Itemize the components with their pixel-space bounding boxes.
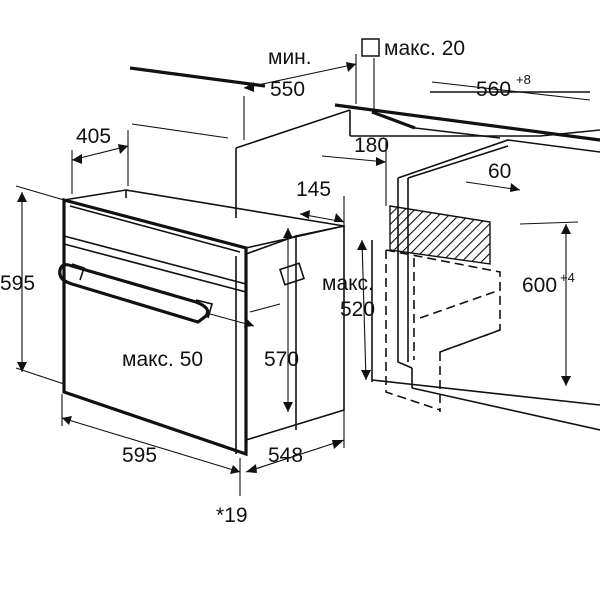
cabinet-inner-top xyxy=(407,145,509,179)
dimension-labels: мин. 550 макс. 20 560 +8 405 180 60 145 … xyxy=(0,37,575,527)
dim-600-ext-top xyxy=(519,221,579,225)
arrow-570-top xyxy=(283,228,293,238)
handle-left-mount xyxy=(71,263,86,281)
arrow-570-bottom xyxy=(283,402,293,412)
arrow-520-top xyxy=(357,240,367,250)
label-595-height: 595 xyxy=(0,272,35,295)
door-top-edge xyxy=(63,243,247,293)
dim-520-line xyxy=(361,239,367,381)
arrow-50 xyxy=(244,318,254,327)
ventilation-cutout xyxy=(389,205,491,265)
oven-front-top-inner xyxy=(69,205,241,253)
label-600-tolerance: +4 xyxy=(560,270,575,285)
control-panel-lower-edge xyxy=(63,235,247,285)
dim-548-line xyxy=(245,439,345,473)
label-max20: макс. 20 xyxy=(384,37,465,60)
label-520: 520 xyxy=(340,298,375,321)
niche-back-top-right xyxy=(539,129,600,137)
arrow-595h-bottom xyxy=(17,362,27,372)
label-405: 405 xyxy=(76,125,111,148)
oven-unit xyxy=(58,189,345,457)
dim-550-line xyxy=(243,63,357,89)
arrow-548-right xyxy=(332,440,344,449)
label-min: мин. xyxy=(268,46,312,69)
label-60: 60 xyxy=(488,160,511,183)
dim-50-ref xyxy=(249,303,281,313)
countertop-edge-line xyxy=(129,66,266,88)
oven-outline-dashed-left xyxy=(385,250,441,411)
cabinet-bottom-edge xyxy=(411,387,600,431)
square-symbol-icon xyxy=(361,38,380,57)
arrow-595w-right xyxy=(230,465,240,474)
label-560: 560 xyxy=(476,78,511,101)
arrow-405-right xyxy=(118,144,128,154)
arrow-180-right xyxy=(376,157,386,166)
dim-180-line xyxy=(321,155,387,163)
label-560-tolerance: +8 xyxy=(516,72,531,87)
arrow-405-left xyxy=(72,154,82,164)
cabinet-niche xyxy=(129,66,600,431)
niche-floor-edge xyxy=(371,379,600,406)
label-footnote-19: *19 xyxy=(216,504,248,527)
niche-left-top-edge xyxy=(235,109,351,149)
dimension-arrows xyxy=(17,62,571,474)
arrow-550-left xyxy=(244,82,254,92)
arrow-595h-top xyxy=(17,192,27,202)
arrow-600-top xyxy=(561,224,571,234)
arrow-145-right xyxy=(334,213,344,222)
mounting-bracket xyxy=(279,262,305,286)
oven-front-face xyxy=(62,197,248,457)
label-570: 570 xyxy=(264,348,299,371)
dim-595-height-ext-top xyxy=(15,185,65,201)
dim-595-width-line xyxy=(61,417,241,473)
oven-outline-dashed-mid xyxy=(419,289,501,319)
arrow-550-right xyxy=(346,62,356,72)
arrow-145-left xyxy=(300,210,310,219)
arrow-600-bottom xyxy=(561,376,571,386)
arrow-520-bottom xyxy=(361,370,371,380)
label-145: 145 xyxy=(296,178,331,201)
dim-405-ref xyxy=(131,123,229,139)
label-max-520-title: макс. xyxy=(322,272,374,295)
handle-right-mount xyxy=(195,299,213,319)
arrow-548-left xyxy=(246,464,257,473)
oven-outline-dashed-low xyxy=(439,329,501,353)
dim-560-line xyxy=(431,81,591,101)
oven-door-handle xyxy=(58,263,210,324)
oven-body-side xyxy=(245,225,345,441)
niche-top-inner-edge xyxy=(371,110,416,130)
label-595-width: 595 xyxy=(122,444,157,467)
label-548: 548 xyxy=(268,444,303,467)
label-180: 180 xyxy=(354,134,389,157)
cabinet-front-edge xyxy=(397,178,413,369)
label-max50: макс. 50 xyxy=(122,348,203,371)
label-600: 600 xyxy=(522,274,557,297)
dim-595-height-ext-bottom xyxy=(15,367,65,385)
label-550: 550 xyxy=(270,78,305,101)
arrow-60 xyxy=(510,183,520,192)
arrow-595w-left xyxy=(62,416,72,425)
cabinet-top-edge xyxy=(397,139,600,179)
